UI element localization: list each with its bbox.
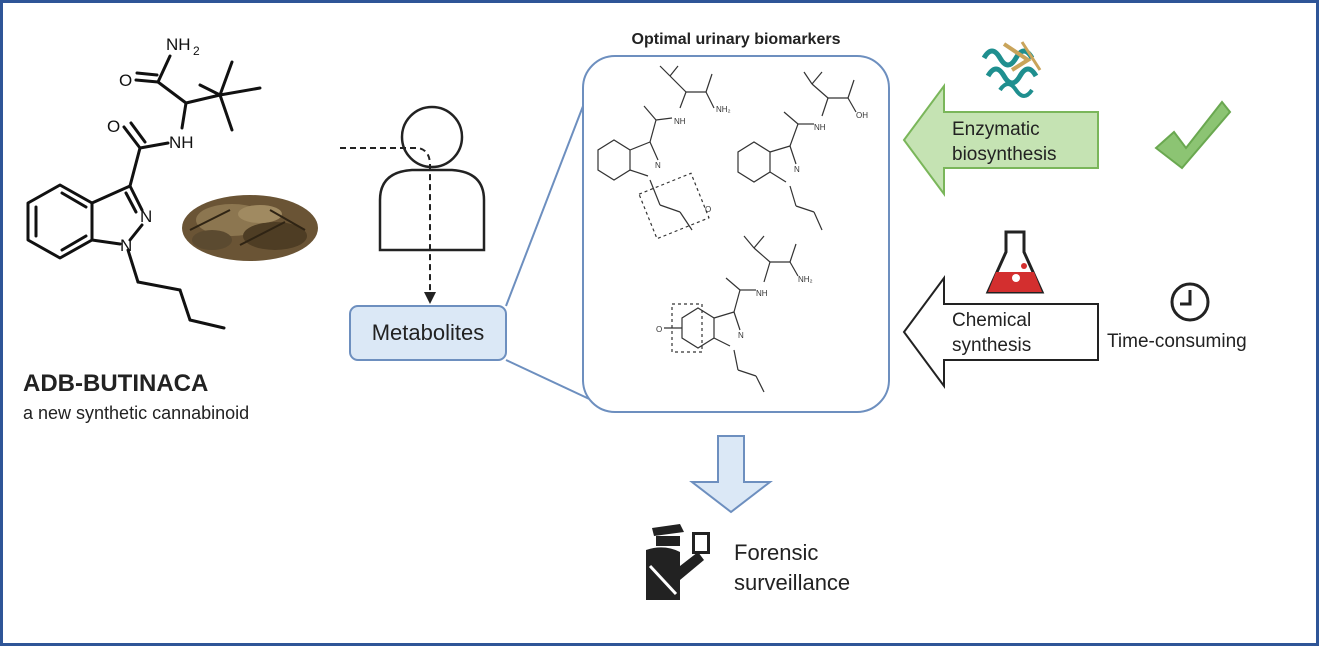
s3-amide-nh2: NH₂ <box>798 275 813 284</box>
atom-o1: O <box>119 71 132 90</box>
s3-oxygen: O <box>656 325 662 334</box>
metabolites-label: Metabolites <box>371 320 485 345</box>
down-arrow <box>689 435 773 514</box>
adb-atom-labels: NH 2 O O NH N N <box>107 35 200 255</box>
chemical-label-line1: Chemical <box>952 310 1032 331</box>
chemical-label-line2: synthesis <box>952 335 1032 356</box>
atom-o2: O <box>107 117 120 136</box>
zoom-line-bottom <box>505 359 601 405</box>
metabolites-box <box>349 305 507 361</box>
check-icon <box>1154 100 1232 170</box>
enzymatic-label-line1: Enzymatic <box>952 119 1040 140</box>
biomarker-structure-1 <box>597 65 715 240</box>
biomarker-structure-1-labels: NH NH₂ O N <box>655 105 731 214</box>
atom-nh2: NH <box>166 35 191 54</box>
compound-description: a new synthetic cannabinoid <box>23 403 250 423</box>
protein-image <box>978 41 1046 98</box>
chemical-arrow <box>902 274 1099 390</box>
flask-icon <box>985 230 1045 294</box>
s2-amide-nh: NH <box>814 123 826 132</box>
s2-acid-oh: OH <box>856 111 868 120</box>
s3-n: N <box>738 331 744 340</box>
s3-amide-nh: NH <box>756 289 768 298</box>
s2-n: N <box>794 165 800 174</box>
s1-amide-nh2: NH₂ <box>716 105 731 114</box>
forensic-label-line1: Forensic <box>734 540 819 565</box>
atom-nh2-subscript: 2 <box>193 44 200 58</box>
metabolism-dashed-arrow <box>340 147 431 292</box>
biomarkers-box <box>582 55 890 413</box>
herbal-material-image <box>182 195 318 261</box>
compound-name: ADB-BUTINACA <box>23 370 209 397</box>
clock-icon <box>1170 282 1210 322</box>
atom-n-upper: N <box>140 207 152 226</box>
person-icon <box>378 105 486 252</box>
biomarker-structure-2-labels: NH OH N <box>794 111 868 174</box>
biomarkers-title: Optimal urinary biomarkers <box>631 31 841 48</box>
enzymatic-label-line2: biosynthesis <box>952 144 1057 165</box>
metabolism-arrowhead <box>424 292 436 304</box>
time-consuming-label: Time-consuming <box>1107 331 1247 352</box>
atom-n-lower: N <box>120 236 132 255</box>
s1-amide-nh: NH <box>674 117 686 126</box>
officer-icon <box>646 524 710 600</box>
biomarker-structure-2 <box>737 71 857 231</box>
biomarker-structure-3 <box>664 235 799 393</box>
biomarker-structure-3-labels: NH NH₂ O N <box>656 275 813 340</box>
adb-butinaca-structure <box>26 54 262 330</box>
atom-nh: NH <box>169 133 194 152</box>
forensic-label-line2: surveillance <box>734 570 851 595</box>
enzymatic-arrow <box>902 82 1099 198</box>
s1-oxygen: O <box>705 205 711 214</box>
s1-n: N <box>655 161 661 170</box>
